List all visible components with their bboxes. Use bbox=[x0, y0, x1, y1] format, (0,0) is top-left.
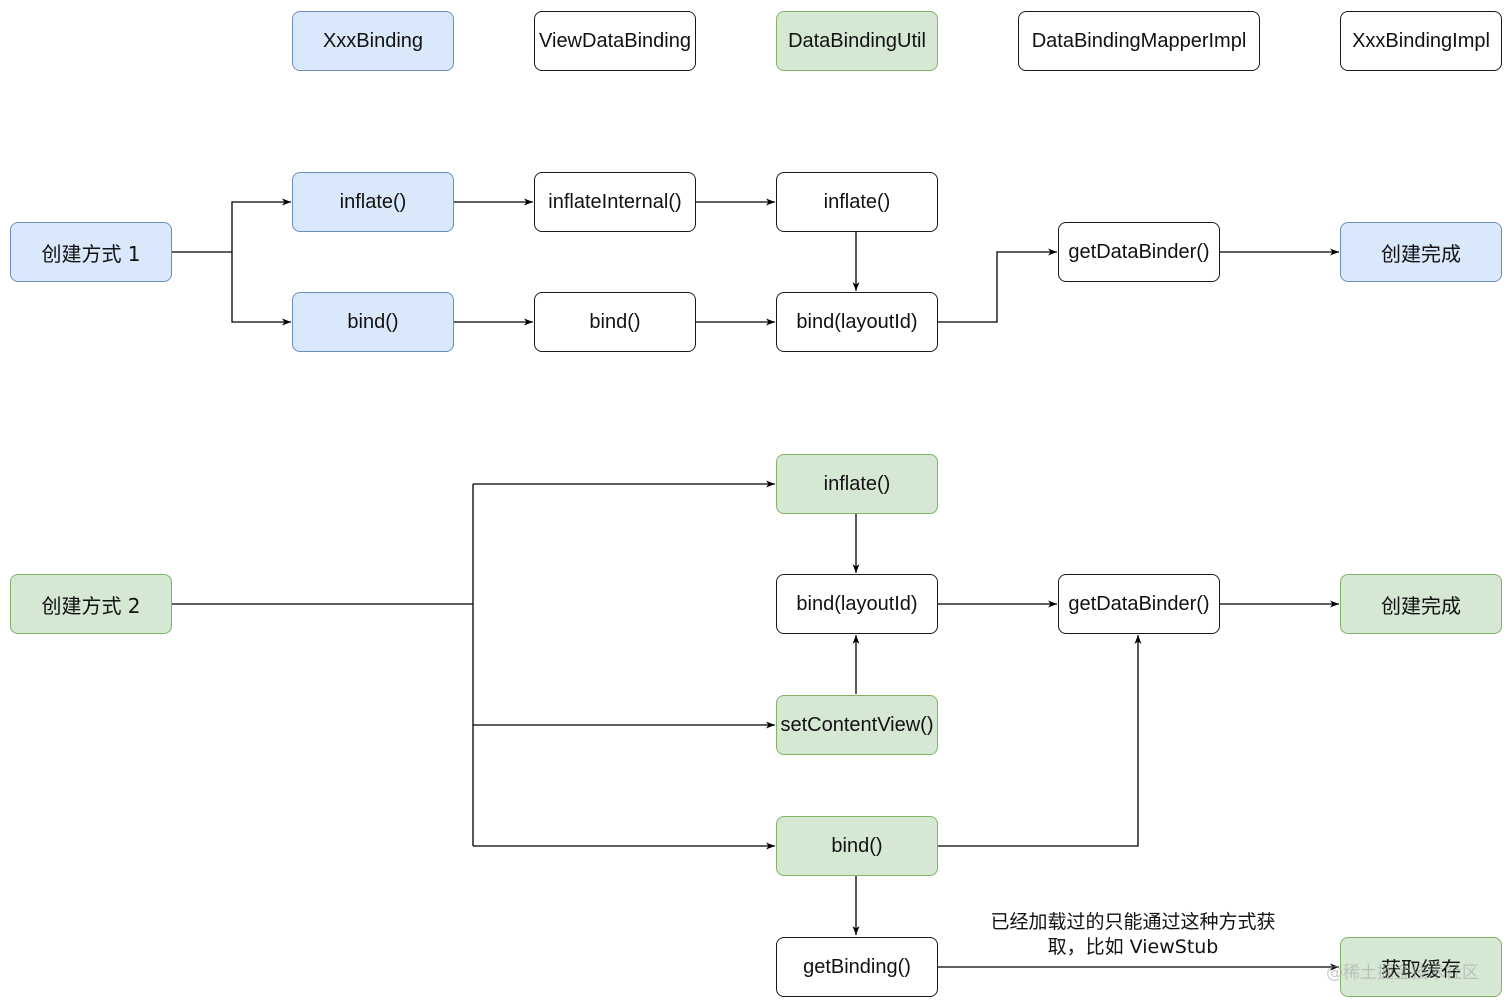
header-xxx-binding-impl: XxxBindingImpl bbox=[1340, 11, 1502, 71]
flow2-bind-node: bind() bbox=[776, 816, 938, 876]
flow1-inflate-node: inflate() bbox=[292, 172, 454, 232]
flow2-get-binding-node: getBinding() bbox=[776, 937, 938, 997]
flow1-inflate-internal-node: inflateInternal() bbox=[534, 172, 696, 232]
viewstub-note-line2: 取，比如 ViewStub bbox=[1047, 936, 1219, 958]
flow2-done-node: 创建完成 bbox=[1340, 574, 1502, 634]
flow2-start-node: 创建方式 2 bbox=[10, 574, 172, 634]
header-data-binding-mapper-impl: DataBindingMapperImpl bbox=[1018, 11, 1260, 71]
flow1-done-node: 创建完成 bbox=[1340, 222, 1502, 282]
flow2-get-data-binder-node: getDataBinder() bbox=[1058, 574, 1220, 634]
edge-start1-to-inflate bbox=[171, 198, 291, 253]
flow1-get-data-binder-node: getDataBinder() bbox=[1058, 222, 1220, 282]
header-view-data-binding: ViewDataBinding bbox=[534, 11, 696, 71]
flow1-vdb-bind-node: bind() bbox=[534, 292, 696, 352]
header-xxx-binding: XxxBinding bbox=[292, 11, 454, 71]
viewstub-note: 已经加载过的只能通过这种方式获 取，比如 ViewStub bbox=[968, 910, 1298, 960]
flow1-start-node: 创建方式 1 bbox=[10, 222, 172, 282]
flow1-util-bind-layout-node: bind(layoutId) bbox=[776, 292, 938, 352]
watermark: @稀土掘金技术社区 bbox=[1326, 963, 1479, 983]
flow2-cache-node: 获取缓存 bbox=[1340, 937, 1502, 997]
flow2-set-content-view-node: setContentView() bbox=[776, 695, 938, 755]
flow1-bind-node: bind() bbox=[292, 292, 454, 352]
flow2-bind-layout-node: bind(layoutId) bbox=[776, 574, 938, 634]
edge-start1-to-bind bbox=[231, 252, 291, 326]
flow1-util-inflate-node: inflate() bbox=[776, 172, 938, 232]
viewstub-note-line1: 已经加载过的只能通过这种方式获 bbox=[990, 911, 1276, 933]
flow2-inflate-node: inflate() bbox=[776, 454, 938, 514]
edge-bind2-to-getdatabinder2 bbox=[937, 635, 1142, 847]
header-data-binding-util: DataBindingUtil bbox=[776, 11, 938, 71]
edge-bind-layout-to-getdatabinder bbox=[937, 248, 1057, 323]
